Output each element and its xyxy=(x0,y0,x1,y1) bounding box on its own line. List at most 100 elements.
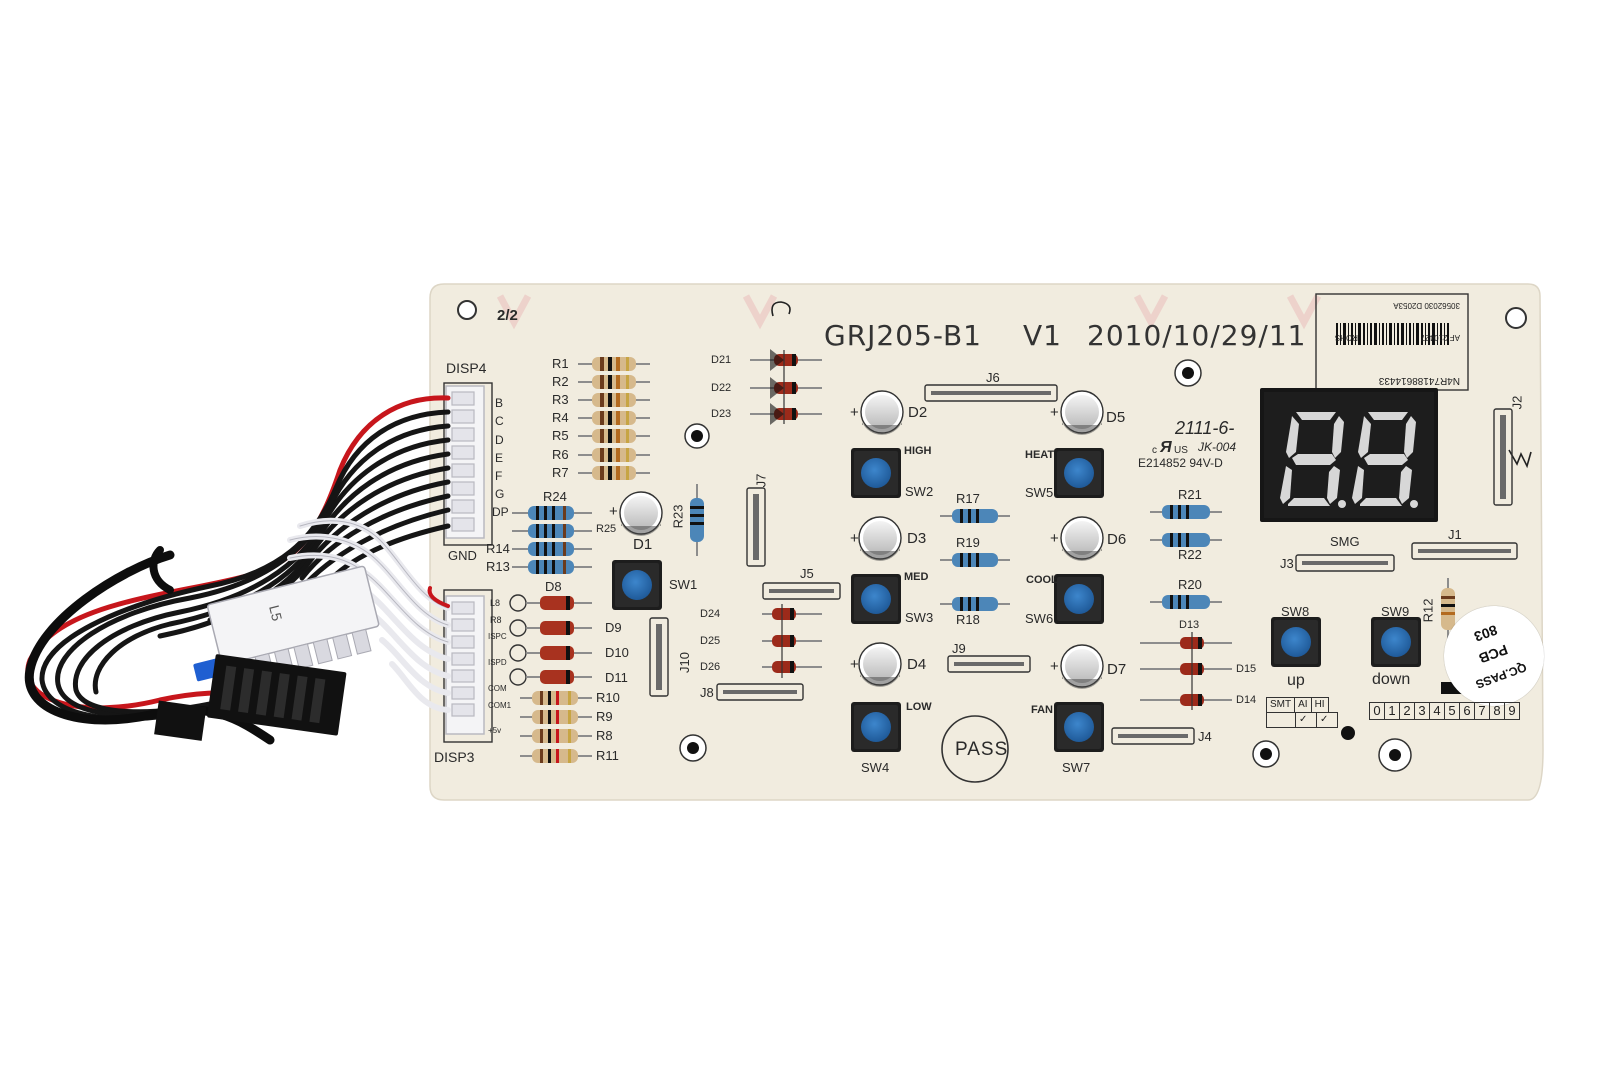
inspection-column: AI xyxy=(1294,697,1312,713)
jumper-label: J4 xyxy=(1198,729,1212,744)
mounting-holes xyxy=(457,300,1527,783)
digit-cell: 1 xyxy=(1384,702,1400,720)
sticker-barcode-text: N4R74188614433 xyxy=(1378,375,1460,386)
led xyxy=(858,642,902,687)
jumper-label: J9 xyxy=(952,641,966,656)
led-label: D7 xyxy=(1107,661,1127,678)
switch-function-label: FAN xyxy=(1031,704,1053,716)
tactile-switch-sw3 xyxy=(851,574,901,624)
diode-label: D21 xyxy=(711,354,732,366)
jumper-j3 xyxy=(1295,554,1395,572)
jumper-j1 xyxy=(1411,542,1518,560)
jumper-j8 xyxy=(716,683,804,701)
jumper-j7 xyxy=(746,487,766,567)
resistor-label: R22 xyxy=(1178,547,1202,562)
tactile-switch-sw5 xyxy=(1054,448,1104,498)
tactile-switch-sw9 xyxy=(1371,617,1421,667)
led-polarity-mark: + xyxy=(609,503,618,520)
led-polarity-mark: + xyxy=(850,530,859,547)
board-connectors xyxy=(445,385,485,735)
diode-label: D10 xyxy=(605,645,629,660)
diode-label: D11 xyxy=(605,670,628,685)
tactile-switches xyxy=(612,448,1421,752)
resistor xyxy=(1150,595,1222,609)
disp4-footprint xyxy=(443,382,493,546)
ul-suffix: US xyxy=(1174,445,1188,456)
digit-cell: 7 xyxy=(1474,702,1490,720)
disp3-pin-label: L8 xyxy=(490,598,501,608)
resistor xyxy=(940,597,1010,611)
resistor xyxy=(512,542,592,556)
resistor-label: R2 xyxy=(552,374,569,389)
switch-function-label: HIGH xyxy=(904,445,932,457)
switch-id-label: SW1 xyxy=(669,577,698,592)
disp3-pin-label: COM1 xyxy=(488,701,512,710)
disp4-pin-label: DP xyxy=(492,505,509,519)
led-label: D4 xyxy=(907,656,927,673)
jumper-j6 xyxy=(924,384,1058,402)
led-label: D3 xyxy=(907,530,927,547)
jumper-label: J1 xyxy=(1448,527,1462,542)
loose-connector-plug xyxy=(154,565,380,741)
resistor xyxy=(578,375,650,389)
resistor-r12 xyxy=(1441,578,1455,640)
resistor-label: R19 xyxy=(956,535,980,550)
disp4-pin-label: G xyxy=(495,487,505,501)
led xyxy=(619,491,663,536)
digit-cell: 8 xyxy=(1489,702,1505,720)
resistor-label: R24 xyxy=(543,489,567,504)
diode-label: D8 xyxy=(545,579,562,594)
tactile-switch-sw4 xyxy=(851,702,901,752)
tactile-switch-sw8 xyxy=(1271,617,1321,667)
diode xyxy=(509,619,592,637)
switch-id-label: SW8 xyxy=(1281,604,1310,619)
resistor xyxy=(1150,533,1222,547)
ul-prefix: c xyxy=(1152,445,1157,456)
resistor xyxy=(578,466,650,480)
resistor xyxy=(520,710,592,724)
digit-cell: 2 xyxy=(1399,702,1415,720)
disp3-pin-label: +5v xyxy=(488,726,502,735)
barcode-sticker: N4R74188614433 AF 210427 ROHS 30562030 D… xyxy=(1318,288,1468,390)
disp3-label: DISP3 xyxy=(434,749,475,765)
ul-code: JK-004 xyxy=(1198,440,1237,454)
switch-id-label: SW2 xyxy=(905,484,934,499)
resistor xyxy=(578,429,650,443)
resistor-label: R12 xyxy=(1420,598,1436,623)
ul-mark: Я xyxy=(1160,439,1172,456)
disp4-pin-label: F xyxy=(495,469,503,483)
resistor-label: R7 xyxy=(552,465,569,480)
jumper-label: J5 xyxy=(800,566,814,581)
switch-id-label: SW3 xyxy=(905,610,934,625)
digit-grid: 0 1 2 3 4 5 6 7 8 9 xyxy=(1369,702,1520,720)
disp4-pin-label: D xyxy=(495,433,504,447)
led-polarity-mark: + xyxy=(1050,404,1059,421)
handwriting-mark xyxy=(1508,449,1532,469)
led-label: D2 xyxy=(908,404,928,421)
diode xyxy=(750,377,822,399)
resistor xyxy=(512,560,592,574)
resistor-label: R25 xyxy=(596,523,617,535)
mounting-hole xyxy=(1505,307,1527,329)
led-label: D5 xyxy=(1106,409,1126,426)
led-polarity-mark: + xyxy=(850,404,859,421)
resistor xyxy=(520,749,592,763)
page-marking: 2/2 xyxy=(497,307,518,324)
led-label: D6 xyxy=(1107,531,1127,548)
sticker-line-2: AF 210427 xyxy=(1420,333,1460,342)
led xyxy=(1060,390,1104,435)
resistor xyxy=(512,506,592,520)
resistor-label: R17 xyxy=(956,491,980,506)
led xyxy=(860,390,904,435)
disp4-pin-label: E xyxy=(495,451,504,465)
diodes xyxy=(509,349,1232,710)
led-polarity-mark: + xyxy=(1050,658,1059,675)
mounting-hole xyxy=(457,300,477,320)
switch-function-label: up xyxy=(1287,672,1305,689)
board-watermark xyxy=(496,294,1322,330)
diode-label: D15 xyxy=(1236,663,1257,675)
diode-label: D13 xyxy=(1179,619,1200,631)
tactile-switch-sw7 xyxy=(1054,702,1104,752)
jumper-label: J3 xyxy=(1280,556,1294,571)
